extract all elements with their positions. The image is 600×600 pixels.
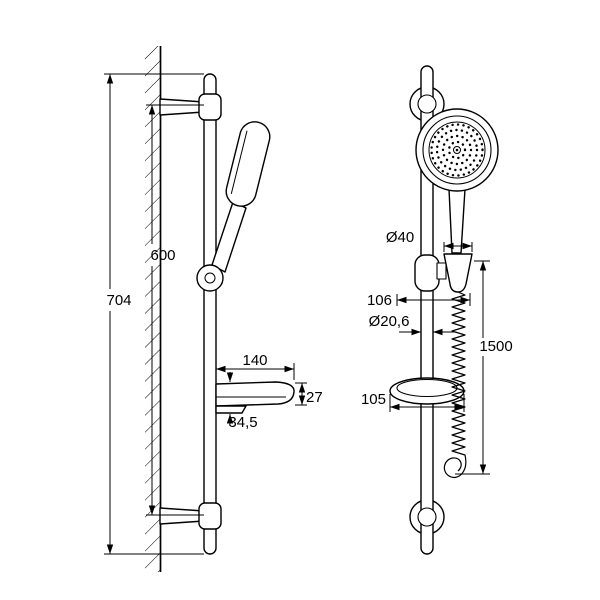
dim-holder-width-lines (396, 293, 471, 306)
dim-dish-depth: 140 (242, 352, 267, 369)
dim-holder-diameter: Ø40 (386, 229, 414, 246)
dim-dish-edge-height: 27 (306, 389, 323, 406)
handle-front (448, 188, 466, 254)
hand-shower-handle-side (211, 201, 247, 273)
hand-shower-head-side (225, 121, 271, 207)
dim-bar-length: 600 (150, 247, 175, 264)
soap-dish-side (215, 381, 295, 414)
rail-front (420, 65, 434, 555)
shower-head-front (415, 108, 499, 192)
escutcheon-top-hub (417, 94, 437, 114)
spray-nozzles (430, 123, 484, 177)
slider-knob-side (204, 272, 216, 284)
dim-dish-depth-lines (215, 363, 295, 380)
dim-holder-diameter-lines (443, 242, 473, 252)
escutcheon-bottom-hub (417, 507, 437, 527)
slider-side (196, 264, 224, 292)
dim-rail-diameter: Ø20,6 (369, 313, 410, 330)
dim-dish-width-lines (389, 394, 465, 412)
holder-connector (436, 262, 447, 280)
dim-dish-width: 105 (361, 391, 386, 408)
dim-overall-height: 704 (106, 292, 131, 309)
dim-dish-total-height: 34,5 (228, 414, 257, 431)
soap-dish-front (389, 377, 465, 405)
shower-hose (443, 291, 467, 478)
bottom-bracket-clamp (198, 502, 222, 530)
rail-side (203, 73, 217, 555)
hand-shower-side (211, 121, 271, 273)
top-bracket-clamp (198, 93, 222, 121)
spray-face-edge (230, 130, 248, 194)
slider-front (414, 254, 440, 292)
spray-center (453, 146, 461, 154)
top-bracket-arm (159, 98, 205, 116)
side-view: 704 600 140 27 34,5 (104, 46, 323, 572)
front-view: Ø40 106 Ø20,6 1500 105 (361, 65, 513, 555)
dim-dish-edge-height-lines (295, 382, 307, 406)
dim-hose-length: 1500 (479, 338, 512, 355)
dim-bar-length-lines (146, 104, 204, 516)
dim-holder-width: 106 (367, 292, 392, 309)
bottom-bracket-arm (159, 507, 205, 525)
holder-cup (443, 253, 473, 293)
dim-overall-height-lines (104, 73, 204, 555)
spray-center-dot (455, 148, 459, 152)
dim-hose-length-lines (455, 260, 490, 475)
